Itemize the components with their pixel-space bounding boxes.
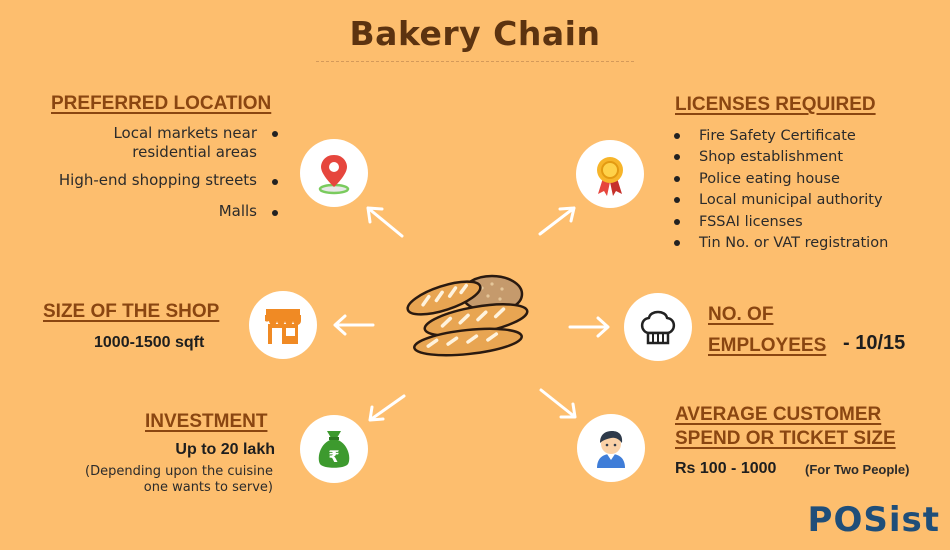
bullet — [272, 210, 278, 216]
investment-circle: ₹ — [300, 415, 368, 483]
licenses-circle — [576, 140, 644, 208]
investment-heading: INVESTMENT — [145, 411, 268, 432]
location-item-3: Malls — [218, 202, 257, 220]
licenses-heading: LICENSES REQUIRED — [675, 94, 876, 115]
award-ribbon-icon — [597, 157, 623, 196]
rupee-bag-icon: ₹ — [318, 431, 350, 468]
map-pin-icon — [318, 155, 350, 195]
page-title: Bakery Chain — [349, 14, 601, 53]
shop-size-value: 1000-1500 sqft — [94, 334, 205, 351]
customer-spend-value: Rs 100 - 1000 — [675, 460, 777, 477]
svg-text:₹: ₹ — [328, 447, 339, 466]
person-avatar-icon — [597, 431, 625, 468]
location-item-1b: residential areas — [132, 143, 257, 161]
shop-circle — [249, 291, 317, 359]
location-item-2: High-end shopping streets — [58, 171, 257, 189]
arrow-to-employees — [568, 316, 610, 338]
bullet — [272, 179, 278, 185]
title-divider — [316, 61, 634, 62]
customer-spend-heading-1: AVERAGE CUSTOMER — [675, 404, 882, 425]
chef-hat-icon — [640, 310, 676, 345]
arrow-to-investment — [368, 394, 406, 422]
license-item: Local municipal authority — [672, 191, 888, 212]
posist-logo: POSist — [807, 500, 940, 540]
arrow-to-shop — [333, 314, 375, 336]
arrow-to-location — [366, 206, 404, 238]
employees-heading-1: NO. OF — [708, 304, 774, 325]
bullet — [272, 131, 278, 137]
license-item: FSSAI licenses — [672, 213, 888, 234]
customer-circle — [577, 414, 645, 482]
investment-note-2: one wants to serve) — [143, 480, 273, 495]
customer-spend-heading-2: SPEND OR TICKET SIZE — [675, 428, 896, 449]
license-item: Fire Safety Certificate — [672, 127, 888, 148]
bread-icon — [406, 274, 529, 357]
arrow-to-customer — [539, 388, 577, 419]
location-circle — [300, 139, 368, 207]
arrow-to-licenses — [538, 206, 576, 236]
investment-note-1: (Depending upon the cuisine — [85, 464, 273, 479]
employees-heading-2: EMPLOYEES — [708, 335, 827, 356]
storefront-icon — [265, 309, 301, 344]
employees-circle — [624, 293, 692, 361]
employees-value: - 10/15 — [843, 332, 906, 354]
shop-size-heading: SIZE OF THE SHOP — [43, 301, 220, 322]
license-item: Shop establishment — [672, 148, 888, 169]
license-item: Police eating house — [672, 170, 888, 191]
location-item-1a: Local markets near — [113, 124, 257, 142]
customer-spend-note: (For Two People) — [805, 462, 910, 477]
license-item: Tin No. or VAT registration — [672, 234, 888, 255]
investment-value: Up to 20 lakh — [175, 441, 275, 458]
preferred-location-heading: PREFERRED LOCATION — [51, 93, 272, 114]
licenses-list: Fire Safety Certificate Shop establishme… — [672, 127, 888, 255]
